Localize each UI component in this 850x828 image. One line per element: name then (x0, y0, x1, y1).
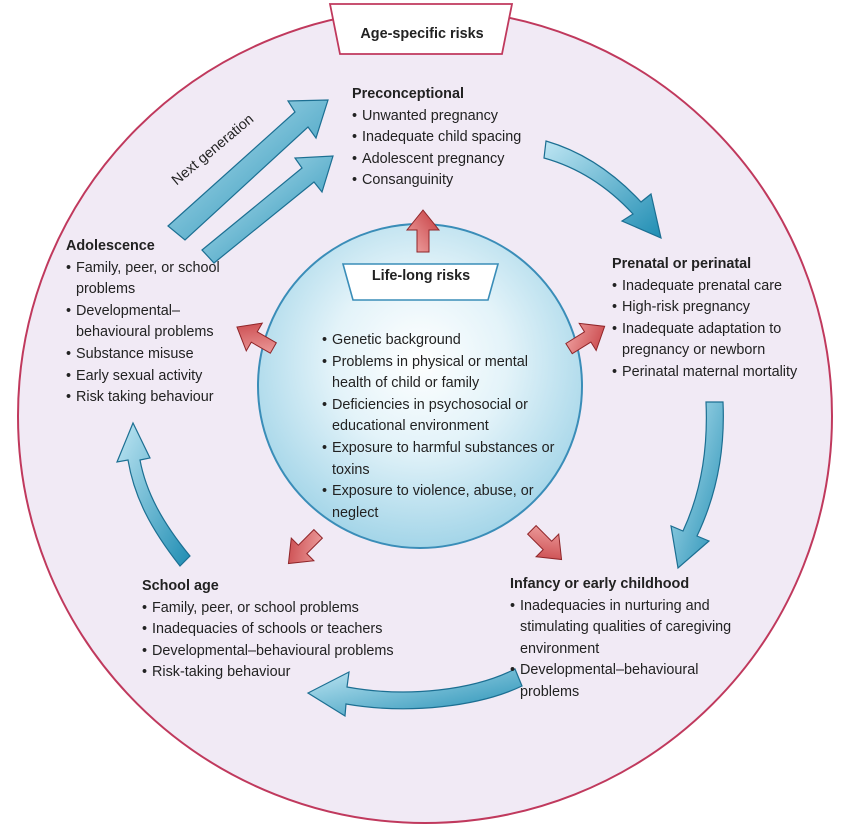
list-item: Risk taking behaviour (66, 387, 242, 409)
prenatal-to-infancy-arrow (670, 401, 724, 570)
list-item: Developmental–behavioural problems (142, 641, 412, 663)
list-item: Exposure to violence, abuse, or neglect (322, 481, 562, 524)
list-item: Risk-taking behaviour (142, 662, 412, 684)
adolescence-title: Adolescence (66, 238, 155, 254)
life-long-risks-tab (341, 263, 500, 301)
school-age-block: School age Family, peer, or school probl… (142, 576, 412, 684)
preconceptional-list: Unwanted pregnancy Inadequate child spac… (352, 106, 552, 192)
list-item: Inadequate adaptation to pregnancy or ne… (612, 319, 808, 362)
prenatal-block: Prenatal or perinatal Inadequate prenata… (612, 254, 808, 384)
school-age-list: Family, peer, or school problems Inadequ… (142, 598, 412, 684)
list-item: Perinatal maternal mortality (612, 362, 808, 384)
list-item: Family, peer, or school problems (66, 258, 242, 301)
preconceptional-title: Preconceptional (352, 86, 464, 102)
list-item: Substance misuse (66, 344, 242, 366)
list-item: Family, peer, or school problems (142, 598, 412, 620)
adolescence-list: Family, peer, or school problems Develop… (66, 258, 242, 409)
lifelong-block: Genetic background Problems in physical … (322, 330, 562, 524)
list-item: Adolescent pregnancy (352, 149, 552, 171)
list-item: Inadequate child spacing (352, 127, 552, 149)
list-item: Deficiencies in psychosocial or educatio… (322, 395, 562, 438)
preconceptional-block: Preconceptional Unwanted pregnancy Inade… (352, 84, 552, 192)
list-item: Inadequacies in nurturing and stimulatin… (510, 596, 732, 661)
list-item: Inadequate prenatal care (612, 276, 808, 298)
list-item: Problems in physical or mental health of… (322, 352, 562, 395)
risk-arrow-school-age (287, 528, 324, 565)
list-item: Inadequacies of schools or teachers (142, 619, 412, 641)
prenatal-list: Inadequate prenatal care High-risk pregn… (612, 276, 808, 384)
list-item: Unwanted pregnancy (352, 106, 552, 128)
prenatal-title: Prenatal or perinatal (612, 256, 752, 272)
next-generation-arrow (167, 99, 329, 241)
list-item: Developmental–behavioural problems (510, 660, 732, 703)
list-item: Exposure to harmful substances or toxins (322, 438, 562, 481)
school-age-to-adolescence-arrow (116, 421, 191, 567)
risk-arrow-infancy (526, 524, 563, 561)
infancy-list: Inadequacies in nurturing and stimulatin… (510, 596, 732, 704)
infancy-block: Infancy or early childhood Inadequacies … (510, 574, 732, 704)
list-item: Developmental–behavioural problems (66, 301, 242, 344)
lifelong-list: Genetic background Problems in physical … (322, 330, 562, 524)
risk-arrow-adolescence (236, 322, 278, 354)
life-long-risks-label: Life-long risks (371, 268, 471, 284)
list-item: Consanguinity (352, 170, 552, 192)
risk-arrow-prenatal (565, 322, 606, 355)
infancy-title: Infancy or early childhood (510, 576, 690, 592)
school-age-title: School age (142, 578, 219, 594)
adolescence-to-preconceptional-arrow (201, 155, 334, 264)
list-item: High-risk pregnancy (612, 297, 808, 319)
preconceptional-to-prenatal-arrow (543, 140, 662, 240)
risk-arrow-preconceptional (405, 209, 441, 253)
list-item: Genetic background (322, 330, 562, 352)
age-specific-risks-label: Age-specific risks (360, 26, 484, 42)
list-item: Early sexual activity (66, 366, 242, 388)
adolescence-block: Adolescence Family, peer, or school prob… (66, 236, 242, 409)
age-specific-risks-tab (328, 3, 514, 55)
